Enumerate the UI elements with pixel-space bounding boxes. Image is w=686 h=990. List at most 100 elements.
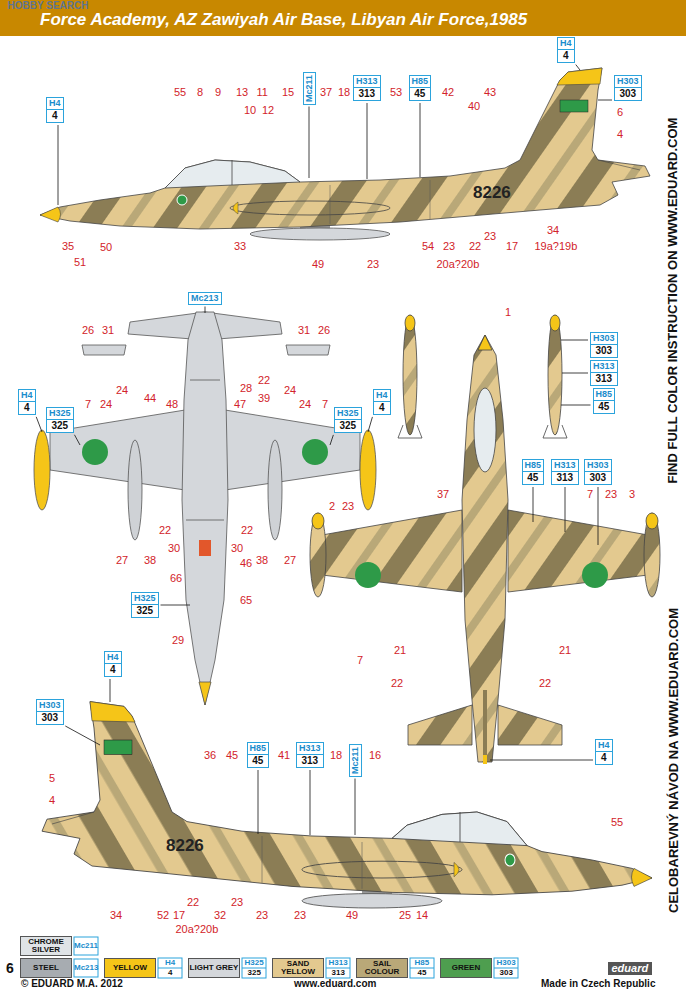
legend-text: YELLOW [113,964,147,972]
paint-code: H325 [132,593,158,604]
paint-code-box: H8545 [247,742,270,768]
side-note: FIND FULL COLOR INSTRUCTION ON WWW.EDUAR… [666,117,679,483]
callout-number: 23 [605,489,617,500]
legend-text: LIGHT GREY [190,964,239,972]
legend-text: GREEN [452,964,480,972]
callout-number: 48 [166,399,178,410]
paint-code-box: H313313 [551,459,579,485]
legend-number: 303 [500,969,513,977]
legend-code: H325 [245,959,264,967]
paint-code: H303 [585,460,611,471]
callout-number: 23 [256,910,268,921]
legend-number: 45 [418,969,427,977]
leader-line [258,770,259,834]
paint-code: H85 [248,743,269,754]
aircraft-serial: 8226 [473,184,511,201]
paint-code: H303 [615,76,641,87]
leader-line [576,65,580,70]
callout-number: 7 [85,399,91,410]
legend-text: SAND YELLOW [273,960,323,977]
callout-number: 34 [110,910,122,921]
paint-code: H4 [19,390,35,401]
callout-number: 41 [278,750,290,761]
callout-number: 65 [240,595,252,606]
legend-swatch: STEEL [20,958,72,978]
callout-number: 13 [236,87,248,98]
paint-code: H4 [596,740,612,751]
callout-number: 24 [116,385,128,396]
paint-code: H303 [37,700,63,711]
leader-line [309,107,310,178]
callout-number: 22 [258,375,270,386]
legend-text: SAIL COLOUR [357,960,407,977]
paint-code-box: Mc211 [303,71,316,104]
paint-number: 45 [594,400,615,413]
paint-code: H303 [591,333,617,344]
legend-text: STEEL [33,964,59,972]
callout-number: 50 [100,242,112,253]
leader-line [367,103,368,179]
legend-code: Mc213 [74,964,98,972]
legend-swatch: CHROME SILVER [20,936,72,956]
callout-number: 28 [240,383,252,394]
callout-number: 22 [391,678,403,689]
page-number: 6 [6,961,14,975]
callout-number: 27 [284,555,296,566]
paint-code: Mc211 [350,744,361,775]
legend-code: H313 [329,959,348,967]
callout-number: 12 [262,105,274,116]
paint-number: 4 [374,401,390,414]
callout-number: 22 [469,241,481,252]
paint-number: 303 [585,471,611,484]
callout-number: 49 [312,259,324,270]
leader-line [598,100,612,101]
callout-number: 44 [144,393,156,404]
leader-line [355,779,356,835]
paint-number: 303 [591,344,617,357]
legend-swatch: LIGHT GREY [188,958,240,978]
legend-number: 313 [332,969,345,977]
leader-line [58,125,59,205]
watermark: HOBBY SEARCH [8,1,89,11]
callout-number: 9 [215,87,221,98]
callout-number: 17 [506,241,518,252]
callout-number: 39 [258,393,270,404]
callout-number: 31 [298,325,310,336]
paint-code-box: H8545 [593,388,616,414]
callout-number: 26 [318,325,330,336]
paint-code-box: H325325 [334,407,362,433]
callout-number: 42 [442,87,454,98]
callout-number: 2 [329,501,335,512]
callout-number: 24 [100,399,112,410]
paint-code-box: H325325 [131,592,159,618]
callout-number: 32 [214,910,226,921]
paint-number: 303 [615,87,641,100]
callout-number: 21 [394,645,406,656]
paint-number: 325 [335,419,361,432]
paint-code-box: H303303 [584,459,612,485]
leader-line [561,340,588,341]
callout-number: 46 [240,558,252,569]
paint-code: H4 [558,38,574,49]
brand-logo: eduard [608,962,653,975]
leader-line [533,487,534,522]
paint-number: 4 [47,109,63,122]
callout-number: 20a?20b [437,259,480,270]
paint-code-box: Mc211 [349,743,362,776]
leader-line [598,487,599,545]
paint-code-box: H44 [373,389,391,415]
callout-number: 7 [587,489,593,500]
callout-number: 22 [187,897,199,908]
legend-swatch: SAIL COLOUR [356,958,408,978]
paint-code: Mc211 [304,72,315,103]
footer-text: Made in Czech Republic [541,979,655,989]
leader-line [561,405,591,406]
side-note: CELOBAREVNÝ NÁVOD NA WWW.EDUARD.COM [667,607,680,912]
callout-number: 43 [484,87,496,98]
paint-code-box: H8545 [409,75,432,101]
paint-code-box: H44 [557,37,575,63]
callout-number: 33 [234,241,246,252]
legend-swatch: YELLOW [104,958,156,978]
callout-number: 18 [338,87,350,98]
